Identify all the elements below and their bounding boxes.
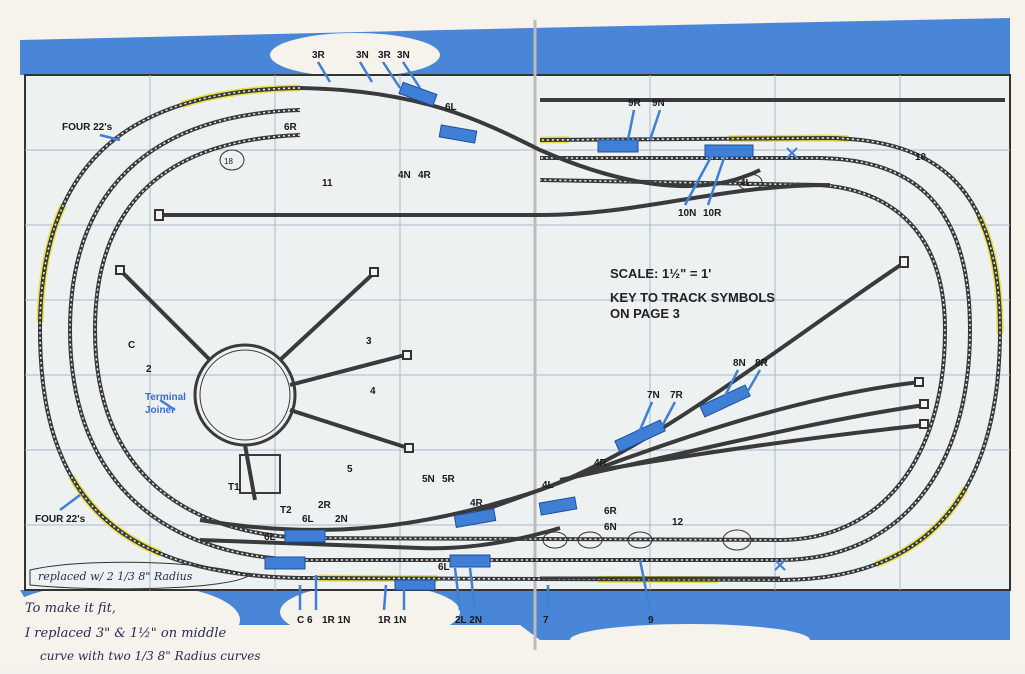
four22-bottom-label: FOUR 22's bbox=[35, 514, 86, 525]
turntable-spurs bbox=[118, 268, 409, 501]
label-6l-lower: 6L bbox=[302, 514, 314, 525]
label-4l-right: 4L bbox=[740, 178, 752, 189]
note-line2: I replaced 3" & 1½" on middle bbox=[24, 626, 227, 641]
outer-loop-ties bbox=[39, 87, 1001, 581]
label-2: 2 bbox=[146, 364, 152, 375]
key-label-1: KEY TO TRACK SYMBOLS bbox=[610, 290, 775, 305]
siding-top bbox=[160, 183, 831, 217]
label-t2: T2 bbox=[280, 505, 292, 516]
label-6r: 6R bbox=[604, 506, 618, 517]
label-t1: T1 bbox=[228, 482, 240, 493]
handwritten-notes: replaced w/ 2 1/3 8" Radius To make it f… bbox=[24, 561, 261, 663]
yard-track-1 bbox=[469, 380, 921, 517]
label-10n: 10N bbox=[678, 208, 696, 219]
label-1r1n-b: 1R 1N bbox=[378, 615, 406, 626]
label-3r-a: 3R bbox=[312, 50, 326, 61]
circle-18-label: 18 bbox=[224, 157, 233, 166]
pointer-arrows bbox=[59, 61, 762, 611]
terminal-label: Terminal bbox=[145, 392, 186, 403]
circle-marks bbox=[219, 149, 763, 551]
cloud-bottom bbox=[280, 584, 460, 640]
cut-marks bbox=[774, 147, 798, 571]
label-1r1n-a: 1R 1N bbox=[322, 615, 350, 626]
note-line3: curve with two 1/3 8" Radius curves bbox=[40, 649, 261, 663]
layout-board bbox=[24, 74, 1011, 591]
scale-label: SCALE: 1½" = 1' bbox=[610, 266, 711, 281]
label-4r-mid: 4R bbox=[470, 498, 484, 509]
label-4r-yard: 4R bbox=[594, 458, 608, 469]
label-3n-a: 3N bbox=[356, 50, 369, 61]
turntable-bridge bbox=[239, 454, 281, 494]
switch-machines bbox=[264, 81, 754, 591]
label-6n: 6N bbox=[604, 522, 617, 533]
turntable-inner bbox=[199, 349, 291, 441]
label-4n: 4N bbox=[398, 170, 411, 181]
note-line1: To make it fit, bbox=[25, 601, 116, 616]
top-blue-band bbox=[20, 18, 1010, 82]
label-9n: 9N bbox=[652, 98, 665, 109]
label-12: 12 bbox=[672, 517, 684, 528]
joiner-label: Joiner bbox=[145, 405, 175, 416]
cloud-top bbox=[270, 33, 440, 77]
label-10r: 10R bbox=[703, 208, 722, 219]
crossover-upper bbox=[299, 86, 761, 189]
label-2n: 2N bbox=[335, 514, 348, 525]
key-label-2: ON PAGE 3 bbox=[610, 306, 680, 321]
label-10: 10 bbox=[915, 152, 927, 163]
label-c6: C 6 bbox=[297, 615, 313, 626]
label-7n: 7N bbox=[647, 390, 660, 401]
label-2r: 2R bbox=[318, 500, 332, 511]
label-6r-top: 6R bbox=[284, 122, 298, 133]
label-4l-mid: 4L bbox=[542, 480, 554, 491]
label-11: 11 bbox=[322, 178, 333, 189]
label-8r: 8R bbox=[755, 358, 769, 369]
label-9: 9 bbox=[648, 615, 654, 626]
cloud-bottom-left bbox=[0, 582, 240, 658]
cloud-bottom-right bbox=[570, 624, 810, 656]
note-replaced: replaced w/ 2 1/3 8" Radius bbox=[38, 570, 193, 583]
label-5: 5 bbox=[347, 464, 353, 475]
label-6l-right: 6L bbox=[438, 562, 450, 573]
label-4r: 4R bbox=[418, 170, 432, 181]
label-3r-b: 3R bbox=[378, 50, 392, 61]
grid bbox=[25, 75, 1010, 590]
label-c-left: C bbox=[128, 340, 135, 351]
bumpers bbox=[115, 209, 929, 453]
yard-track-3 bbox=[599, 423, 926, 472]
four22-top-label: FOUR 22's bbox=[62, 122, 113, 133]
label-7: 7 bbox=[543, 615, 549, 626]
label-3: 3 bbox=[366, 336, 372, 347]
label-3n-b: 3N bbox=[397, 50, 410, 61]
label-4: 4 bbox=[370, 386, 376, 397]
label-7r: 7R bbox=[670, 390, 684, 401]
label-9r: 9R bbox=[628, 98, 642, 109]
label-5n: 5N bbox=[422, 474, 435, 485]
label-8n: 8N bbox=[733, 358, 746, 369]
lower-siding bbox=[199, 526, 561, 551]
label-2l2n: 2L 2N bbox=[455, 615, 482, 626]
label-6l-top: 6L bbox=[445, 102, 457, 113]
label-5r: 5R bbox=[442, 474, 456, 485]
label-6l-bottom: 6L bbox=[264, 532, 276, 543]
